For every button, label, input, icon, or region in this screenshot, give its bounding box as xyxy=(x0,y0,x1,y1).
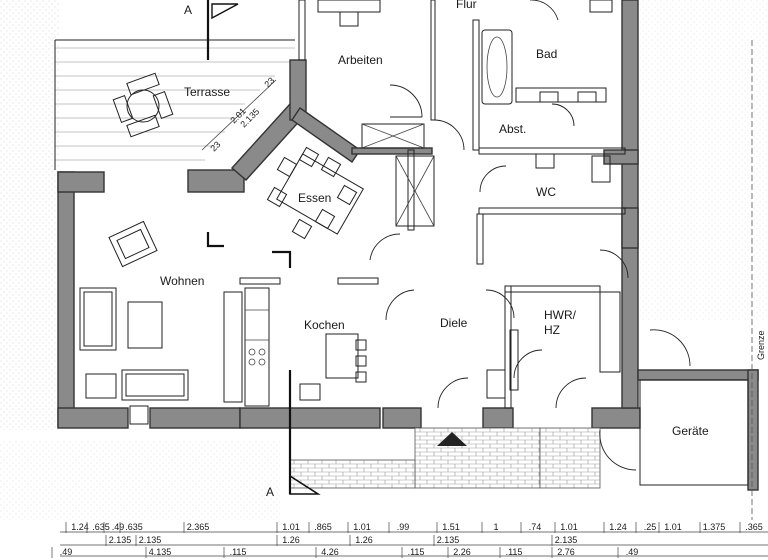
dimension-label: .49 xyxy=(60,547,73,557)
dimension-label: 1.01 xyxy=(560,522,578,532)
room-hwr: HWR/ xyxy=(544,308,577,322)
dimension-label: .115 xyxy=(408,547,425,557)
entrance-paving xyxy=(414,427,541,489)
dimension-label: 4.26 xyxy=(321,547,339,557)
dimension-label: 2.135 xyxy=(437,535,460,545)
room-geraete: Geräte xyxy=(672,424,709,438)
dimension-label: .635 xyxy=(92,522,110,532)
dimension-label: 2.135 xyxy=(555,535,578,545)
room-arbeiten: Arbeiten xyxy=(338,53,383,67)
garden-texture xyxy=(0,0,60,430)
dimension-label: .115 xyxy=(506,547,523,557)
dimension-label: .49 xyxy=(626,547,639,557)
room-wohnen: Wohnen xyxy=(160,274,204,288)
diag-dim-4: 23 xyxy=(262,75,276,89)
diag-dim-1: 23 xyxy=(208,139,222,153)
garden-texture-right xyxy=(640,0,768,320)
dimension-label: 1.51 xyxy=(442,522,460,532)
label-grenze: Grenze xyxy=(756,330,766,360)
dimension-label: 1.24 xyxy=(609,522,627,532)
dimension-label: 1.24 xyxy=(71,522,89,532)
bathroom-fixtures xyxy=(481,0,613,105)
dimension-label: 1.01 xyxy=(353,522,371,532)
dimension-row-2: 2.135 2.135 1.26 1.26 2.135 2.135 xyxy=(105,535,578,546)
dimension-label: 2.365 xyxy=(187,522,210,532)
dimension-label: 2.76 xyxy=(557,547,575,557)
dining-table xyxy=(266,146,364,240)
walls xyxy=(57,0,759,491)
dimension-label: 1.26 xyxy=(282,535,300,545)
dimension-label: .49 xyxy=(112,522,125,532)
room-wc: WC xyxy=(536,185,556,199)
dimension-row-3: .49 4.135 .115 4.26 .115 2.26 .115 2.76 .49 xyxy=(51,547,639,558)
room-terrasse: Terrasse xyxy=(184,85,230,99)
entrance-marker-icon xyxy=(437,432,467,446)
dimension-label: .115 xyxy=(230,547,247,557)
living-furniture xyxy=(79,220,243,425)
wc-fixtures xyxy=(535,153,611,183)
room-bad: Bad xyxy=(536,47,557,61)
utility-fixtures xyxy=(486,291,621,399)
dimension-label: .365 xyxy=(745,522,763,532)
room-abst: Abst. xyxy=(499,122,526,136)
study-cabinets xyxy=(317,0,435,227)
terrace-table xyxy=(112,72,174,138)
section-label-top: A xyxy=(184,3,192,17)
dimension-lines xyxy=(60,531,768,557)
dimension-label: 1.375 xyxy=(703,522,726,532)
section-marker-top xyxy=(206,0,239,60)
doors xyxy=(369,0,691,471)
room-kochen: Kochen xyxy=(304,318,345,332)
section-label-bottom: A xyxy=(266,485,274,499)
garden-texture-bottom xyxy=(0,440,280,520)
dimension-label: 1.01 xyxy=(664,522,682,532)
terrace-paving xyxy=(54,39,295,170)
dimension-label: .25 xyxy=(644,522,657,532)
kitchen-units xyxy=(244,287,367,407)
dimension-label: 1 xyxy=(493,522,498,532)
dimension-label: .99 xyxy=(397,522,410,532)
room-diele: Diele xyxy=(440,316,468,330)
dimension-label: 4.135 xyxy=(149,547,172,557)
section-marker-bottom xyxy=(288,370,321,495)
room-hz: HZ xyxy=(544,323,560,337)
corner-markers xyxy=(206,232,292,268)
room-essen: Essen xyxy=(298,191,331,205)
dimension-label: 2.26 xyxy=(453,547,471,557)
dimension-label: .74 xyxy=(529,522,542,532)
dimension-label: 1.26 xyxy=(355,535,373,545)
room-flur: Flur xyxy=(456,0,477,11)
dimension-label: 2.135 xyxy=(139,535,162,545)
dimension-label: 1.01 xyxy=(282,522,300,532)
dimension-label: .635 xyxy=(125,522,143,532)
dimension-label: 2.135 xyxy=(109,535,132,545)
side-paving xyxy=(539,427,601,489)
dimension-label: .865 xyxy=(314,522,332,532)
path-paving xyxy=(289,459,416,489)
